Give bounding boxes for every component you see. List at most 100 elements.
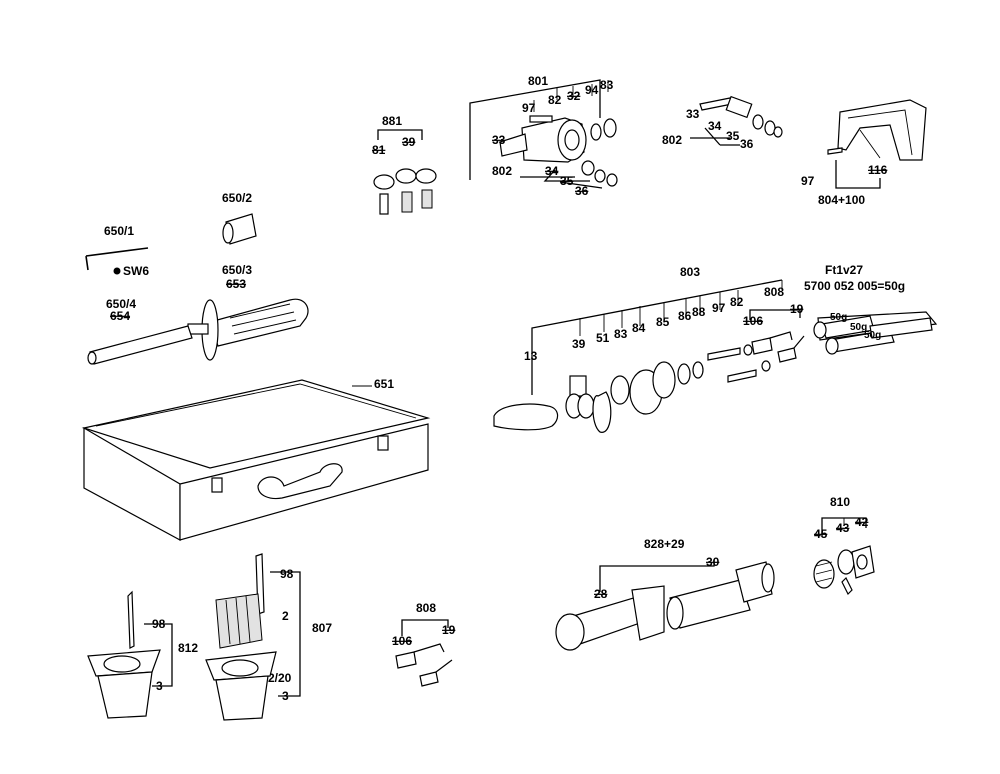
group-828: 828+29 28 30 [555,537,775,651]
group-801: 801 97 82 32 94 83 33 802 34 35 36 [469,74,618,198]
label-50g-c: 50g [864,330,881,341]
label-84: 84 [632,321,646,335]
group-881: 881 81 39 [372,114,437,215]
label-ft: Ft1v27 [825,263,863,277]
label-83a: 83 [600,78,614,92]
stator-housing-part [87,649,161,719]
label-802b: 802 [662,133,682,147]
group-804: 97 116 804+100 [801,99,927,207]
group-803: 803 Ft1v27 5700 052 005=50g 13 39 51 83 … [493,263,905,433]
label-801: 801 [528,74,548,88]
leader-803-ticks [579,280,783,336]
label-35a: 35 [560,174,574,188]
side-handle-part [187,298,309,361]
label-650-3: 650/3 [222,263,252,277]
label-812: 812 [178,641,198,655]
gear-housing-part [499,115,618,187]
label-39a: 39 [402,135,416,149]
grease-tubes: 50g 50g 50g [813,311,938,355]
label-82b: 82 [730,295,744,309]
label-grease: 5700 052 005=50g [804,279,905,293]
group-812: 98 812 3 [87,590,198,719]
label-86: 86 [678,309,692,323]
label-50g-a: 50g [830,312,847,323]
label-50g-b: 50g [850,322,867,333]
label-94: 94 [585,83,599,97]
label-sw6: SW6 [123,264,149,278]
label-654: 654 [110,309,130,323]
label-807: 807 [312,621,332,635]
label-35b: 35 [726,129,740,143]
label-51: 51 [596,331,610,345]
leader-801 [469,79,601,180]
leader-802a [520,169,603,189]
leader-808a [749,309,801,320]
spindle-part [555,561,775,651]
label-808b: 808 [416,601,436,615]
case-651: 651 [81,377,431,542]
label-650-1: 650/1 [104,224,134,238]
label-30: 30 [706,555,720,569]
label-650-4: 650/4 [106,297,136,311]
label-85: 85 [656,315,670,329]
label-43: 43 [836,521,850,535]
label-106b: 106 [392,634,412,648]
bullet-icon [113,267,121,275]
cover-part [837,99,927,161]
leader-803 [531,279,783,395]
group-808a: 808 106 19 [743,285,805,363]
leader-801-ticks [533,80,609,112]
case-handle [257,463,343,500]
label-33a: 33 [492,133,506,147]
label-32: 32 [567,89,581,103]
label-83b: 83 [614,327,628,341]
leader-802b [690,127,740,146]
label-42: 42 [855,515,869,529]
clutch-part [813,545,875,596]
leader-881 [377,129,423,140]
leader-808b [401,619,449,636]
label-19b: 19 [442,623,456,637]
label-81: 81 [372,143,386,157]
depth-rod-part [89,325,193,365]
label-804: 804+100 [818,193,865,207]
label-28: 28 [594,587,608,601]
label-34b: 34 [708,119,722,133]
label-116: 116 [868,163,888,177]
label-2-20: 2/20 [268,671,292,685]
seal-rings-part [493,344,771,433]
label-36a: 36 [575,184,589,198]
label-13: 13 [524,349,538,363]
label-3a: 3 [156,679,163,693]
label-802a: 802 [492,164,512,178]
label-97b: 97 [712,301,726,315]
leader-804 [835,160,881,189]
label-3b: 3 [282,689,289,703]
label-653: 653 [226,277,246,291]
field-coil-part [205,593,277,721]
label-34a: 34 [545,164,559,178]
hex-key-part [85,247,149,271]
group-accessories: 650/2 650/1 SW6 650/3 653 650/4 654 [85,191,309,365]
label-650-2: 650/2 [222,191,252,205]
leader-812 [144,623,173,687]
leader-807 [270,571,301,697]
screw-part [127,590,135,649]
label-98b: 98 [280,567,294,581]
label-803: 803 [680,265,700,279]
label-82a: 82 [548,93,562,107]
label-651: 651 [374,377,394,391]
label-106a: 106 [743,314,763,328]
label-33b: 33 [686,107,700,121]
label-881: 881 [382,114,402,128]
label-45: 45 [814,527,828,541]
group-807: 98 2 807 2/20 3 [205,553,332,721]
label-39b: 39 [572,337,586,351]
label-810: 810 [830,495,850,509]
leader-828 [599,560,715,592]
shaft-part-small [699,95,783,138]
group-802-small: 33 34 802 35 36 [662,95,783,151]
ring-set-part [373,168,437,215]
label-2a: 2 [282,609,289,623]
